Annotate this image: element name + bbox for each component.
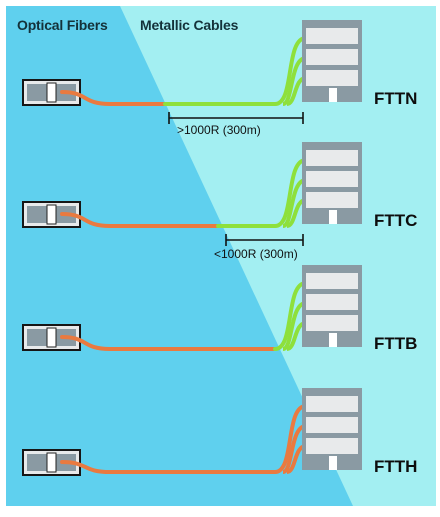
type-label-fttn: FTTN	[374, 89, 417, 108]
olt-device	[22, 324, 81, 351]
copper-line	[216, 158, 308, 228]
row-fttc: FTTC <1000R (300m)	[22, 142, 417, 261]
fiber-line	[60, 335, 277, 351]
copper-line	[163, 36, 308, 106]
building	[302, 388, 362, 470]
distance-bracket	[168, 112, 304, 124]
type-label-fttc: FTTC	[374, 211, 417, 230]
building	[302, 20, 362, 102]
building	[302, 265, 362, 347]
optical-fibers-label: Optical Fibers	[17, 17, 108, 33]
fiber-line	[60, 90, 167, 106]
row-ftth: FTTH	[22, 388, 417, 476]
metallic-cables-label: Metallic Cables	[140, 17, 239, 33]
type-label-ftth: FTTH	[374, 457, 417, 476]
distance-label: <1000R (300m)	[214, 247, 298, 261]
fiber-line	[60, 212, 220, 228]
row-fttb: FTTB	[22, 265, 417, 353]
fiber-line	[60, 404, 308, 474]
type-label-fttb: FTTB	[374, 334, 417, 353]
building	[302, 142, 362, 224]
distance-bracket	[225, 234, 304, 246]
copper-line	[273, 281, 308, 351]
olt-device	[22, 201, 81, 228]
row-fttn: FTTN >1000R (300m)	[22, 20, 417, 137]
distance-label: >1000R (300m)	[177, 123, 261, 137]
optical-zone	[6, 6, 353, 506]
